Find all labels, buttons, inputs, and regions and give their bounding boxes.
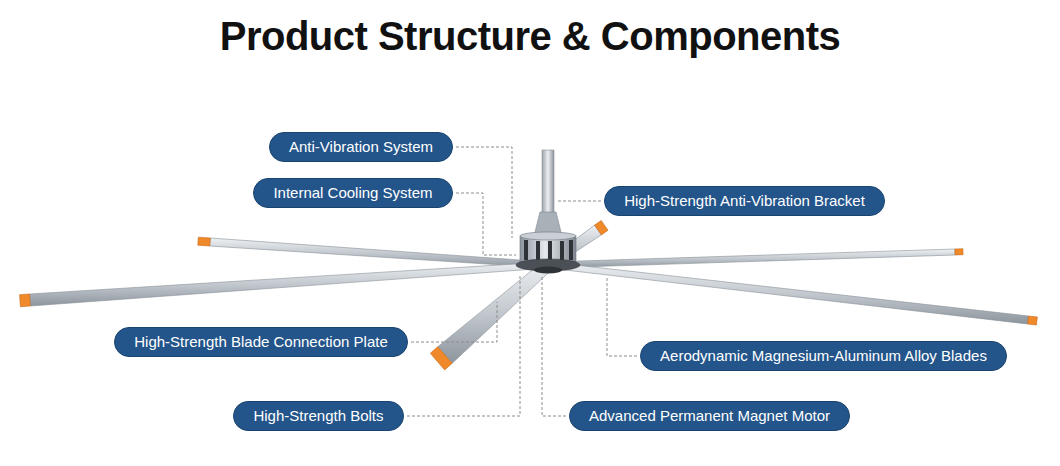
leader-line [456,193,516,255]
fan-blade [548,249,955,268]
callout-pill: High-Strength Bolts [233,401,404,431]
fan-blade [548,262,1029,324]
motor-stripe [560,241,564,261]
fan-blade [30,262,549,306]
blade-tip [595,221,608,235]
fan-blade [210,238,549,268]
part-label: High-Strength Blade Connection Plate [134,333,388,351]
downrod [542,150,554,214]
part-label: Internal Cooling System [273,184,432,202]
fan-blades [20,221,1038,370]
hub-cap [534,267,562,274]
callout-pill: Internal Cooling System [253,178,453,208]
motor-stripe [524,240,528,260]
motor-stripe [569,240,573,260]
leader-line [456,147,512,238]
blade-tip [1028,316,1038,325]
leader-line [558,201,601,202]
motor-stripe [548,241,552,261]
part-label: High-Strength Bolts [253,407,383,425]
callout-pill: High-Strength Blade Connection Plate [114,327,408,357]
title: Product Structure & Components [220,14,841,58]
leader-line [607,277,637,356]
part-label: High-Strength Anti-Vibration Bracket [624,192,865,210]
callout-pill: Advanced Permanent Magnet Motor [569,401,850,431]
blade-tip [20,294,31,307]
blade-tip [955,249,963,255]
leader-line [411,302,497,342]
fan-blade [438,261,552,364]
blade-tip [198,237,211,246]
part-label: Aerodynamic Magnesium-Aluminum Alloy Bla… [660,347,987,365]
callout-pill: High-Strength Anti-Vibration Bracket [604,186,885,216]
motor-top [520,232,576,240]
part-label: Advanced Permanent Magnet Motor [589,407,830,425]
callout-pill: Aerodynamic Magnesium-Aluminum Alloy Bla… [640,341,1007,371]
motor-stripe [536,241,540,261]
callout-pill: Anti-Vibration System [269,132,453,162]
leader-line [542,276,566,416]
part-label: Anti-Vibration System [289,138,433,156]
title-block: Product Structure & Components [0,14,1060,59]
leader-line [407,276,520,416]
blade-tip [430,347,452,370]
fan-motor [516,150,580,274]
